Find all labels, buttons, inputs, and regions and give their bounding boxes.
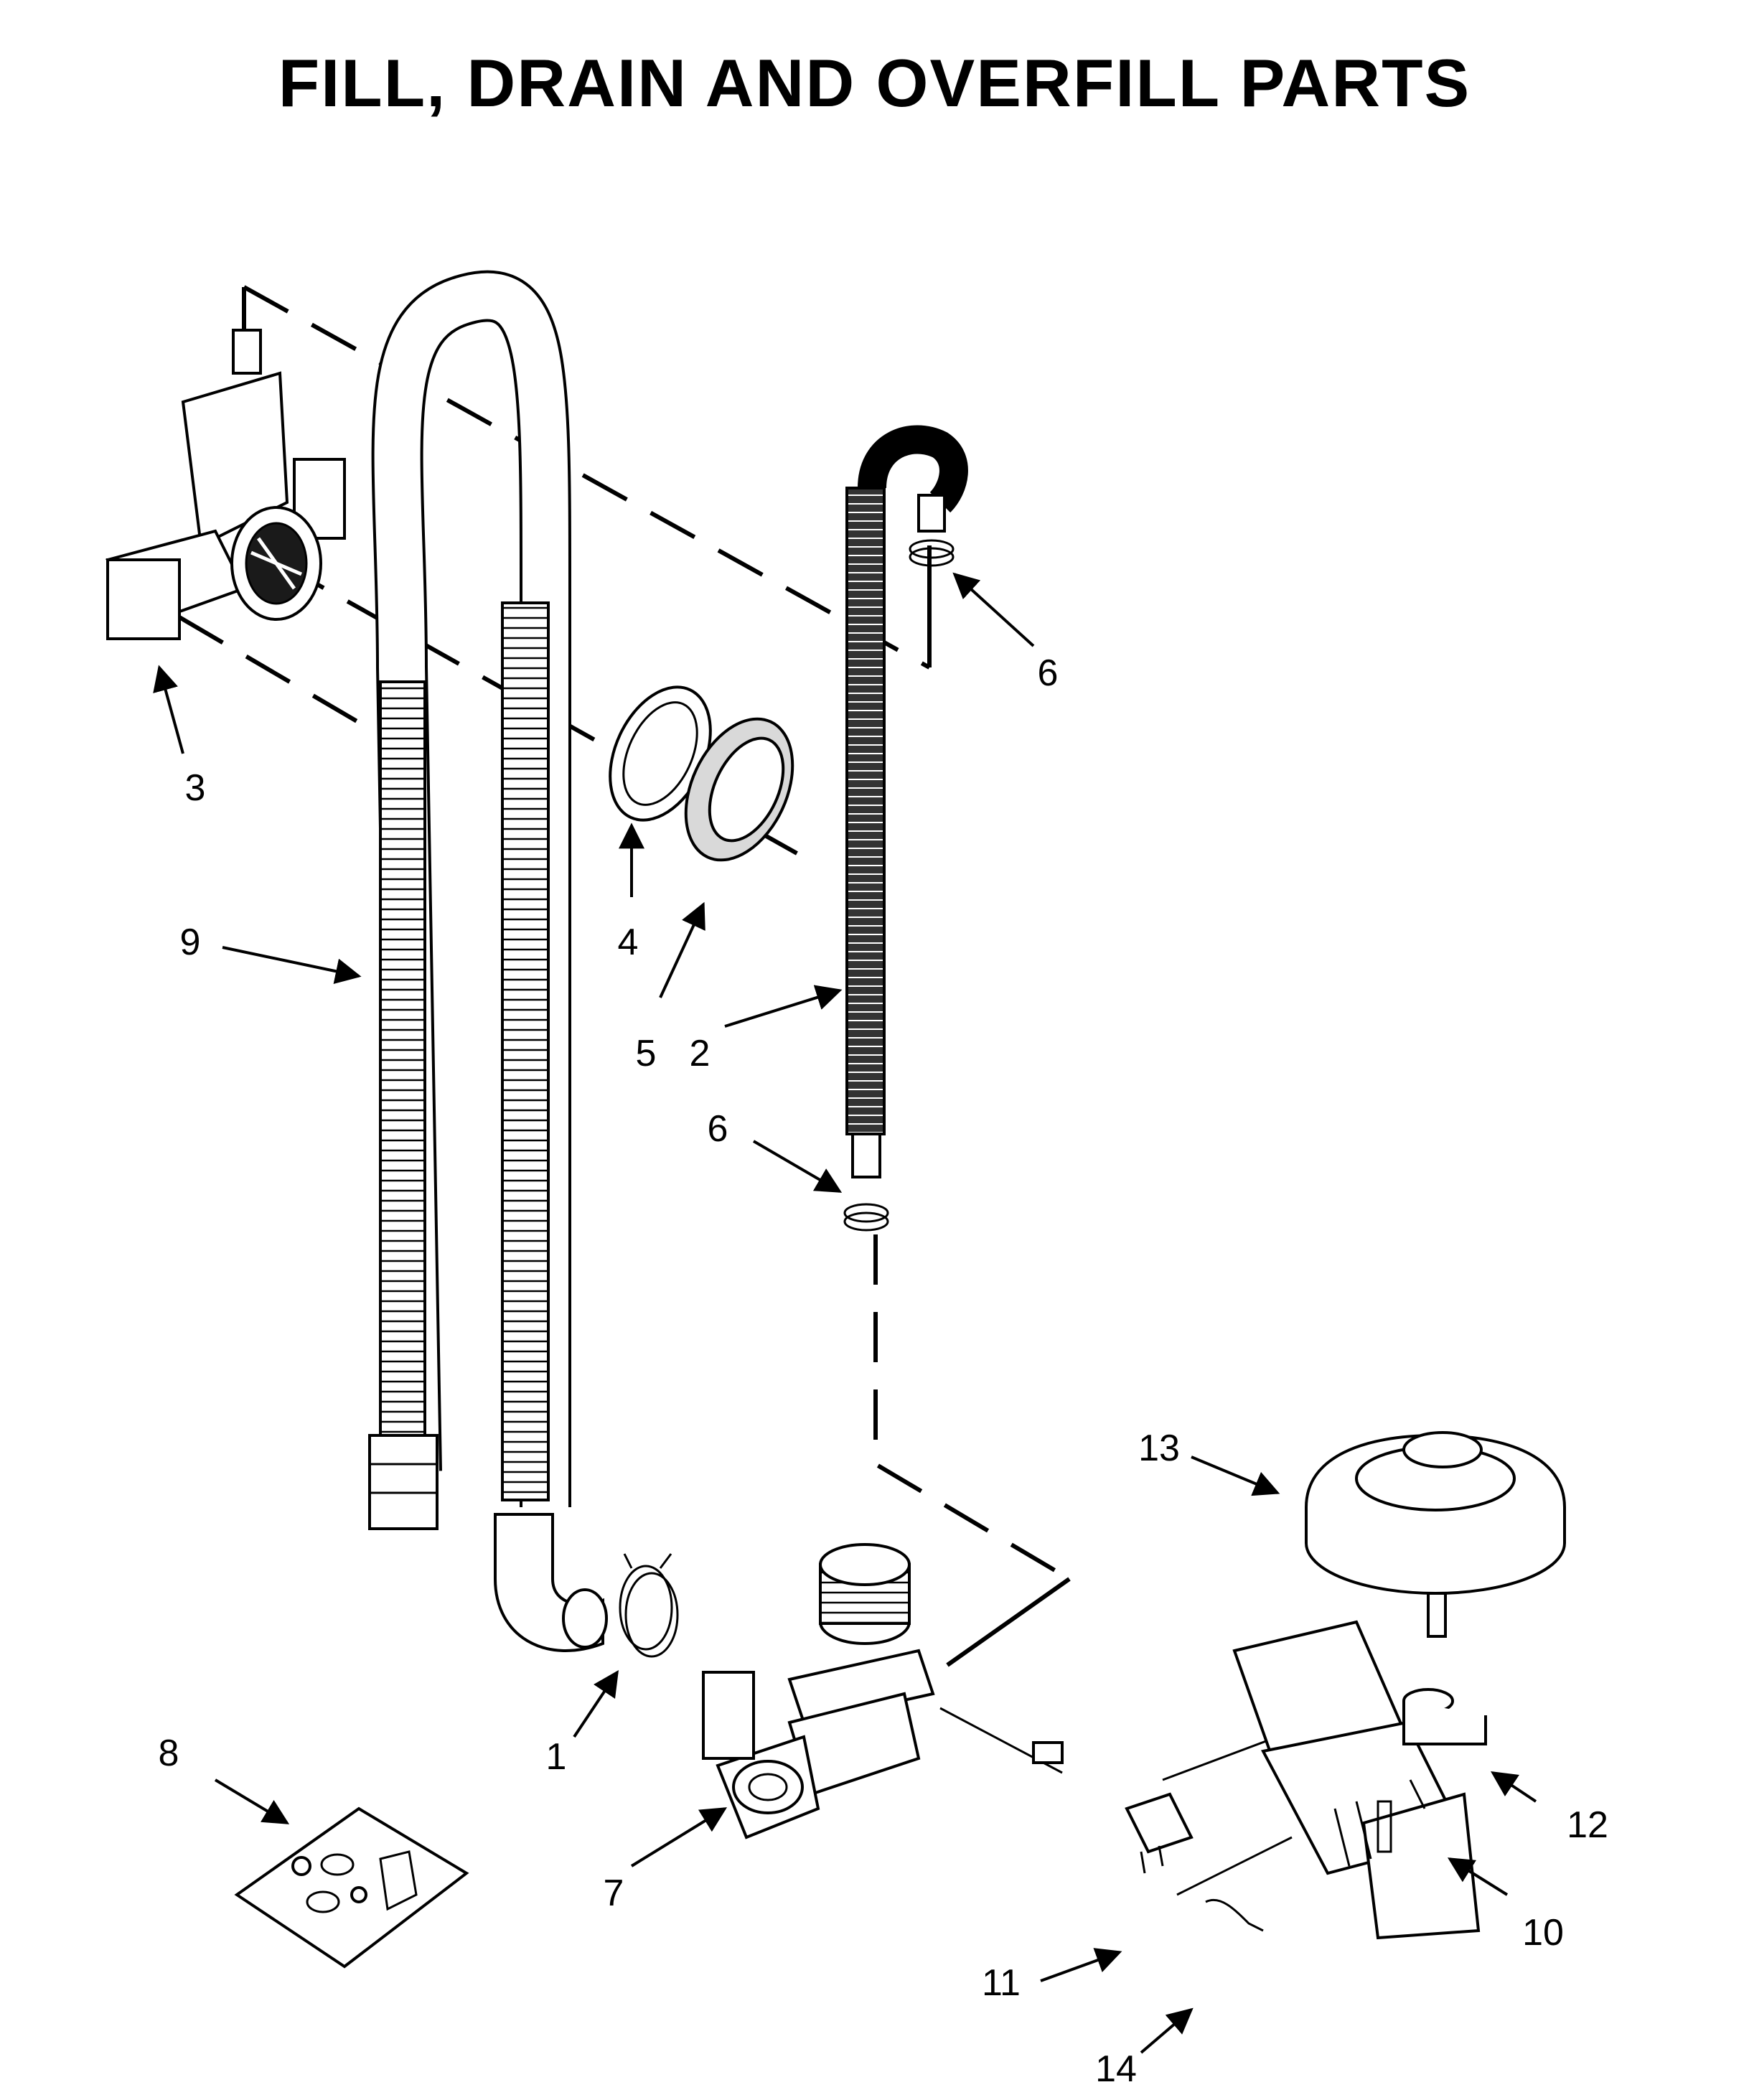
callout-13: 13 [1138, 1428, 1180, 1469]
float-guide-part-12 [1402, 1688, 1487, 1809]
callout-5: 5 [636, 1033, 657, 1074]
callout-10: 10 [1522, 1912, 1564, 1954]
callout-1: 1 [546, 1736, 567, 1778]
hose-clamp-part-6-bottom [843, 1203, 889, 1232]
air-gap-part-3 [105, 329, 346, 640]
fill-hose-part-2 [845, 425, 968, 1178]
callout-6-bottom: 6 [708, 1108, 728, 1150]
callout-8: 8 [159, 1733, 179, 1774]
callout-6-top: 6 [1038, 652, 1059, 694]
drain-hose-part-9 [368, 270, 608, 1652]
washer-part-4 [609, 685, 712, 822]
callout-11: 11 [982, 1962, 1021, 2004]
diagram-title: FILL, DRAIN AND OVERFILL PARTS [278, 45, 1471, 121]
callout-12: 12 [1567, 1804, 1608, 1846]
nut-part-5 [684, 717, 794, 862]
drain-hose-clamp-part-1 [619, 1553, 679, 1658]
hose-clamp-part-6-top [909, 539, 955, 567]
inlet-valve-part-7 [702, 1543, 1064, 1839]
callout-arrows [153, 572, 1537, 2054]
hardware-bag-part-8 [234, 1806, 469, 1969]
callout-7: 7 [604, 1872, 624, 1914]
switch-clip-part-14 [1205, 1898, 1264, 1932]
callout-9: 9 [180, 922, 201, 963]
callout-4: 4 [618, 922, 639, 963]
callout-2: 2 [690, 1033, 711, 1074]
callout-14: 14 [1095, 2048, 1137, 2090]
callout-3: 3 [185, 767, 206, 809]
float-part-13 [1305, 1431, 1566, 1638]
float-bracket-part-10 [1232, 1620, 1481, 1940]
switch-part-11 [1125, 1792, 1194, 1874]
callout-labels: 1 2 3 4 5 6 6 7 8 9 10 11 12 13 14 [159, 652, 1608, 2090]
assembly-lines [178, 285, 1293, 1896]
